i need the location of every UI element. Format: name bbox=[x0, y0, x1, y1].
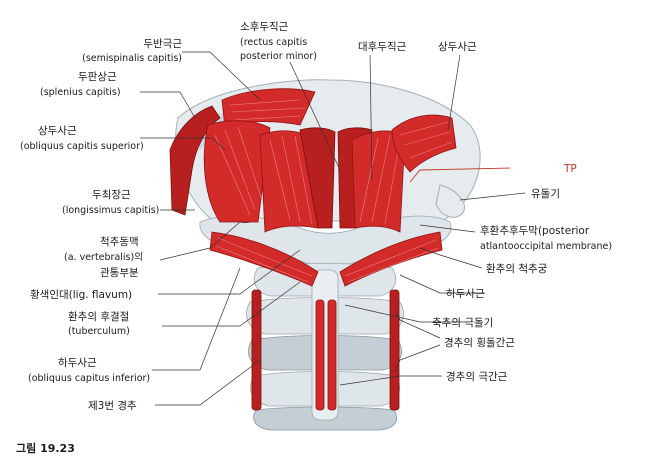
label-splenius-capitis-latin: (splenius capitis) bbox=[40, 87, 121, 98]
label-longissimus-capitis-latin: (longissimus capitis) bbox=[62, 205, 159, 216]
label-posterior-atlantooccipital-membrane-2: atlantooccipital membrane) bbox=[480, 241, 612, 252]
mastoid-process bbox=[435, 184, 465, 218]
label-rectus-capitis-posterior-major: 대후두직근 bbox=[358, 41, 407, 53]
label-obliquus-capitis-inferior-left: 하두사근 bbox=[58, 356, 97, 369]
label-rectus-capitis-posterior-minor-latin-1: (rectus capitis bbox=[240, 37, 307, 48]
label-longissimus-capitis: 두최장근 bbox=[92, 189, 131, 201]
rectus-capitis-posterior-major-right-muscle bbox=[351, 130, 406, 233]
label-semispinalis-capitis: 두반극근 bbox=[143, 38, 182, 50]
obliquus-capitis-inferior-right-muscle bbox=[339, 231, 443, 287]
label-obliquus-capitis-superior-left-latin: (obliquus capitis superior) bbox=[20, 141, 144, 152]
label-vertebral-artery-1: 척추동맥 bbox=[100, 236, 139, 248]
label-mastoid-process: 유돌기 bbox=[531, 188, 560, 200]
intertransversarii-right-muscle bbox=[389, 289, 400, 411]
splenius-capitis-muscle bbox=[169, 105, 221, 216]
label-interspinales: 경추의 극간근 bbox=[446, 370, 508, 383]
label-transverse-process: TP bbox=[563, 163, 577, 175]
figure-caption: 그림 19.23 bbox=[16, 442, 75, 455]
intertransversarii-left-muscle bbox=[251, 289, 262, 411]
label-vertebral-artery-3: 관통부분 bbox=[100, 267, 139, 279]
label-obliquus-capitis-superior-left: 상두사근 bbox=[38, 125, 77, 137]
label-ligamentum-flavum: 황색인대(lig. flavum) bbox=[30, 289, 132, 301]
label-rectus-capitis-posterior-minor: 소후두직근 bbox=[240, 21, 289, 33]
label-posterior-tubercle: 환추의 후결절 bbox=[68, 310, 129, 323]
label-posterior-tubercle-latin: (tuberculum) bbox=[68, 326, 130, 337]
rectus-capitis-posterior-minor-left-muscle bbox=[299, 127, 336, 229]
interspinales-muscle-2 bbox=[327, 299, 337, 411]
label-obliquus-capitis-superior-right: 상두사근 bbox=[438, 41, 477, 53]
label-vertebral-artery-2: (a. vertebralis)의 bbox=[64, 252, 143, 263]
label-obliquus-capitis-inferior-left-latin: (obliquus capitus inferior) bbox=[28, 373, 150, 384]
label-spinous-process-of-axis: 축추의 극돌기 bbox=[432, 317, 493, 329]
label-rectus-capitis-posterior-minor-latin-2: posterior minor) bbox=[240, 51, 317, 62]
label-semispinalis-capitis-latin: (semispinalis capitis) bbox=[82, 53, 182, 64]
obliquus-capitis-superior-right-muscle bbox=[391, 114, 457, 173]
label-posterior-arch-of-atlas: 환추의 척추궁 bbox=[486, 263, 548, 275]
label-third-cervical: 제3번 경추 bbox=[88, 399, 137, 412]
label-intertransversarii: 경추의 횡돌간근 bbox=[444, 336, 515, 349]
label-splenius-capitis: 두판상근 bbox=[78, 71, 117, 83]
label-obliquus-capitis-inferior-right: 하두사근 bbox=[446, 287, 485, 300]
label-posterior-atlantooccipital-membrane-1: 후환추후두막(posterior bbox=[480, 225, 590, 237]
interspinales-muscle-1 bbox=[315, 299, 325, 411]
